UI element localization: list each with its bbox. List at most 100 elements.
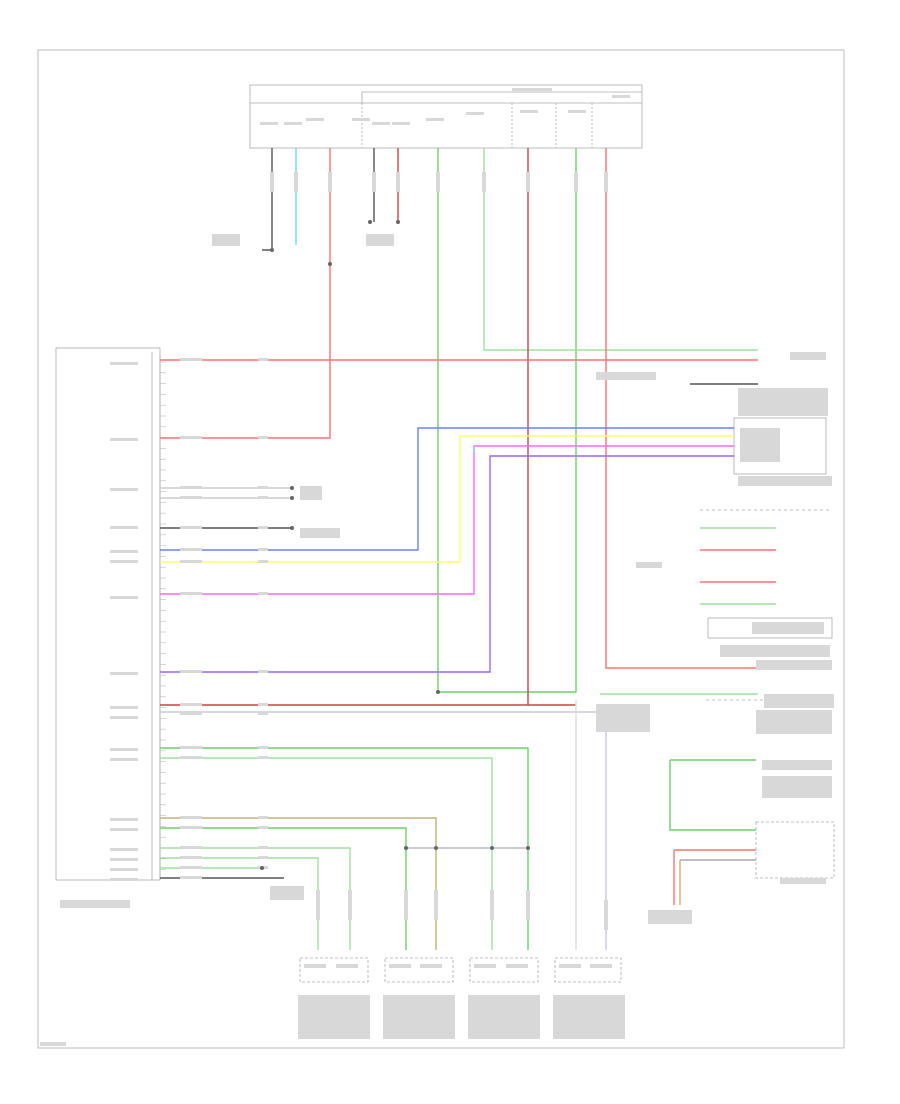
splice-dot: [436, 690, 440, 694]
illegible-module-pin-label: [110, 748, 138, 751]
top-connector-block: [249, 84, 643, 149]
illegible-wire-tag: [180, 358, 202, 361]
illegible-right-label: [756, 710, 832, 734]
illegible-wire-size: [258, 846, 268, 849]
splice-dot: [290, 526, 294, 530]
wheel-speed-sensor-groups: [299, 957, 622, 983]
labels-layer: [40, 88, 834, 1046]
illegible-module-pin-label: [110, 818, 138, 821]
illegible-wire-size: [258, 816, 268, 819]
wire-ground-top-left: [262, 148, 273, 251]
diagram-border: [37, 49, 845, 1049]
illegible-vertical-wire-tag: [526, 172, 530, 192]
illegible-wire-size: [258, 496, 268, 499]
illegible-wire-size: [258, 358, 268, 361]
wire-green-rr-sensor: [160, 747, 529, 950]
illegible-switch-label: [636, 562, 662, 568]
splice-dot: [526, 846, 530, 850]
illegible-wire-tag: [180, 866, 202, 869]
brake-switch-box: [755, 821, 835, 879]
illegible-vertical-wire-tag: [372, 172, 376, 192]
splice-dot: [434, 846, 438, 850]
illegible-wire-tag: [180, 548, 202, 551]
splice-dot: [290, 496, 294, 500]
illegible-ground-label: [648, 910, 692, 924]
illegible-top-pin-label: [392, 122, 410, 125]
illegible-vertical-wire-tag: [396, 172, 400, 192]
illegible-top-pin-label: [306, 118, 324, 121]
illegible-wire-size: [258, 526, 268, 529]
illegible-right-label: [790, 352, 826, 360]
illegible-vertical-wire-tag: [294, 172, 298, 192]
illegible-wire-tag: [180, 756, 202, 759]
illegible-right-label: [764, 694, 834, 708]
illegible-right-label: [780, 878, 826, 884]
illegible-ground-label: [212, 234, 240, 246]
illegible-top-pin-label: [372, 122, 390, 125]
illegible-sensor-pin-label: [474, 964, 496, 968]
wire-magenta-sensor: [160, 445, 734, 595]
illegible-connector-label: [300, 486, 322, 500]
illegible-top-pin-label: [568, 110, 586, 113]
splice-dot: [490, 846, 494, 850]
illegible-module-pin-label: [110, 758, 138, 761]
illegible-wire-tag: [180, 856, 202, 859]
illegible-module-pin-label: [110, 716, 138, 719]
wire-lightgreen-lf-sensor: [160, 847, 351, 950]
illegible-module-pin-label: [110, 560, 138, 563]
illegible-vertical-wire-tag: [604, 172, 608, 192]
illegible-center-label: [596, 704, 650, 732]
illegible-wire-tag: [180, 816, 202, 819]
illegible-top-pin-label: [466, 112, 484, 115]
wire-lightgreen-lf-sensor-2: [160, 857, 319, 950]
illegible-vertical-wire-tag: [526, 890, 530, 920]
illegible-wheel-sensor-name: [468, 995, 540, 1039]
splice-dot: [404, 846, 408, 850]
illegible-sensor-pin-label: [559, 964, 581, 968]
illegible-wire-size: [258, 756, 268, 759]
illegible-wheel-sensor-name: [383, 995, 455, 1039]
illegible-module-pin-label: [110, 848, 138, 851]
illegible-wire-tag: [180, 746, 202, 749]
wire-yellow-sensor: [160, 435, 734, 563]
illegible-yaw-sensor-caption: [738, 476, 832, 486]
illegible-wire-tag: [180, 436, 202, 439]
illegible-footer-code: [40, 1042, 66, 1046]
illegible-wire-tag: [180, 826, 202, 829]
illegible-module-pin-label: [110, 858, 138, 861]
wire-red-drop-to-module: [160, 148, 331, 439]
illegible-wire-tag: [180, 876, 202, 879]
illegible-top-pin-label: [520, 110, 538, 113]
illegible-top-pin-label: [260, 122, 278, 125]
illegible-wire-size: [258, 746, 268, 749]
illegible-module-pin-label: [110, 672, 138, 675]
illegible-vertical-wire-tag: [270, 172, 274, 192]
illegible-wire-tag: [180, 496, 202, 499]
illegible-wire-size: [258, 856, 268, 859]
illegible-vertical-wire-tag: [434, 890, 438, 920]
splice-dot: [260, 866, 264, 870]
illegible-yaw-sensor-name: [738, 388, 828, 416]
left-control-module: [55, 347, 161, 881]
illegible-module-pin-label: [110, 868, 138, 871]
illegible-switch-label: [720, 645, 830, 657]
illegible-vertical-wire-tag: [328, 172, 332, 192]
illegible-vertical-wire-tag: [316, 890, 320, 920]
illegible-vertical-wire-tag: [490, 890, 494, 920]
wire-green-loop: [437, 148, 577, 693]
illegible-wire-size: [258, 712, 268, 715]
illegible-wire-tag: [180, 846, 202, 849]
illegible-sensor-pin-label: [506, 964, 528, 968]
illegible-sensor-pin-label: [420, 964, 442, 968]
illegible-wire-tag: [180, 670, 202, 673]
illegible-ground-label: [366, 234, 394, 246]
illegible-wire-tag: [180, 560, 202, 563]
splice-dot: [328, 262, 332, 266]
illegible-wire-size: [258, 592, 268, 595]
wire-green-brake: [669, 760, 756, 831]
illegible-module-pin-label: [110, 438, 138, 441]
illegible-right-label: [756, 660, 832, 670]
illegible-module-pin-label: [110, 596, 138, 599]
